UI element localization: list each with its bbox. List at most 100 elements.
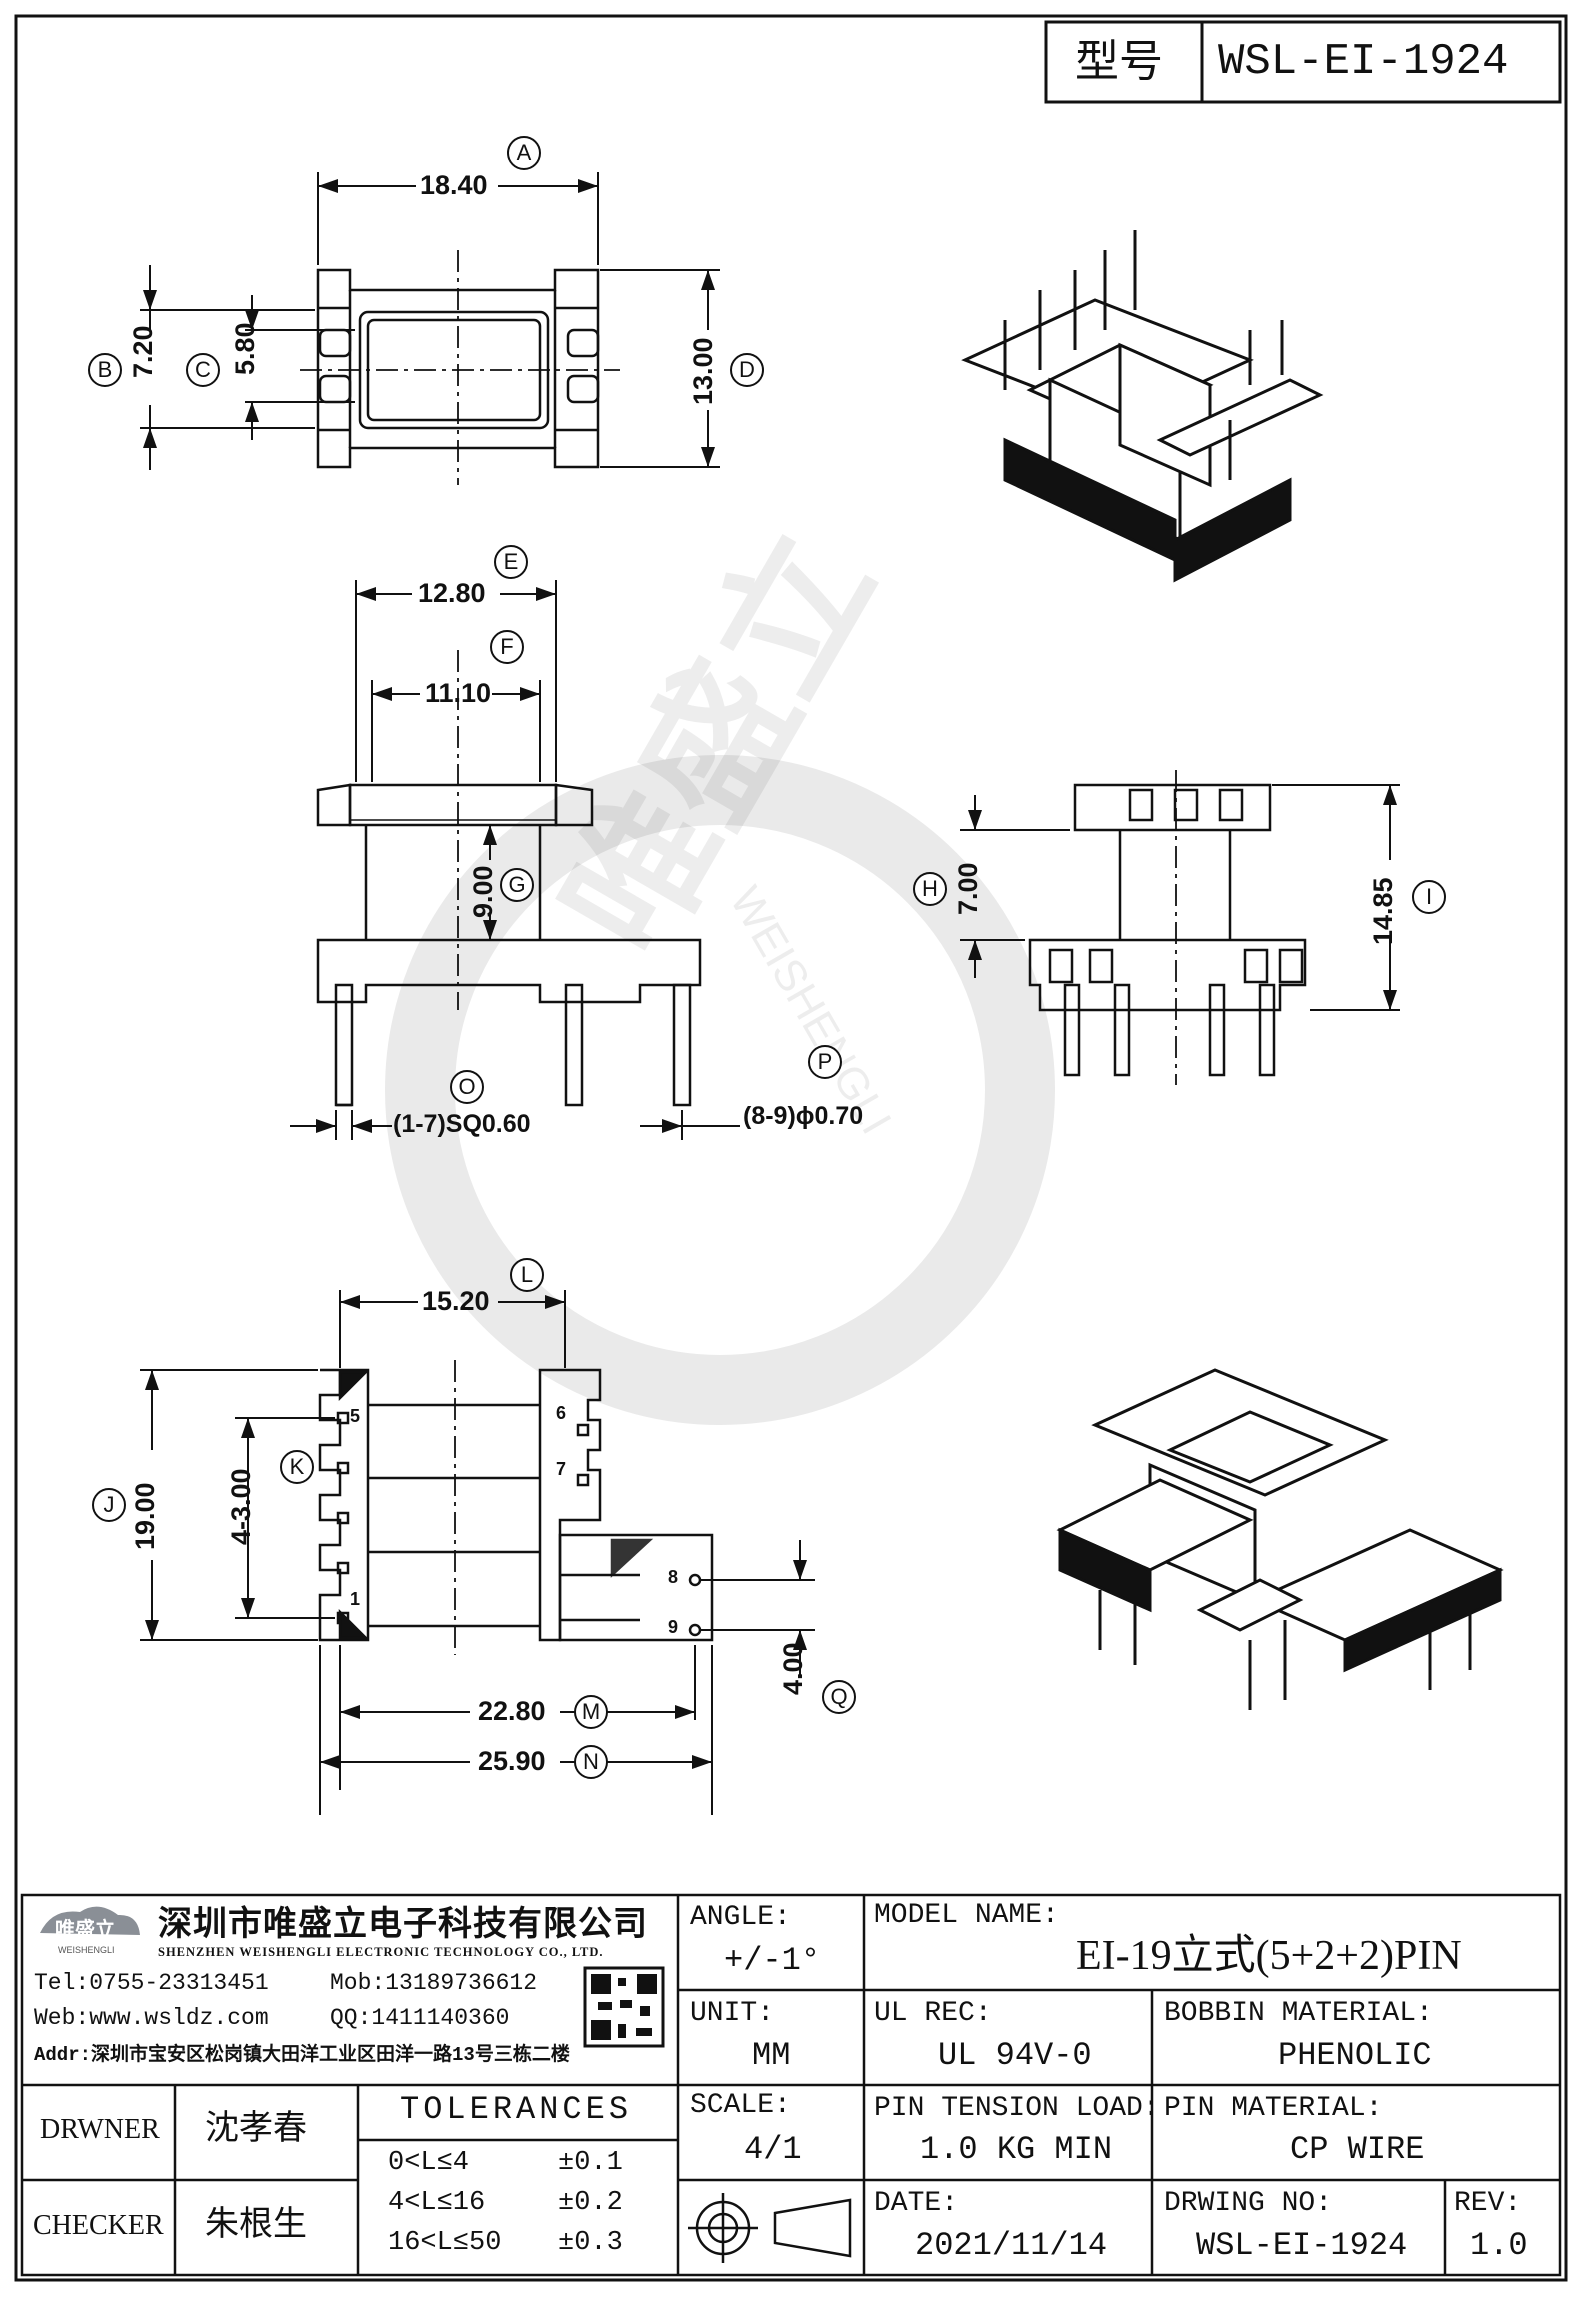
projection-symbol [688, 2193, 852, 2263]
isometric-view-bottom [1056, 1368, 1504, 1710]
callout-m: M [574, 1695, 608, 1729]
pin-number-1: 1 [350, 1589, 361, 1609]
isometric-view-top [961, 230, 1324, 583]
dim-p: (8-9)ϕ0.70 [743, 1102, 864, 1130]
dim-i: 14.85 [1368, 877, 1398, 945]
company-logo-icon [40, 1906, 140, 1935]
dim-f: 11.10 [425, 678, 492, 708]
company-qq: QQ:1411140360 [330, 2005, 510, 2031]
pin-number-7: 7 [556, 1459, 567, 1479]
callout-k: K [280, 1450, 314, 1484]
scale-value: 4/1 [744, 2131, 802, 2168]
callout-a: A [507, 136, 541, 170]
front-view-dims [290, 580, 740, 1140]
watermark-logo [385, 755, 1055, 1425]
rev-value: 1.0 [1470, 2227, 1528, 2264]
dim-m: 22.80 [478, 1696, 546, 1726]
callout-c: C [186, 353, 220, 387]
company-logo-en: WEISHENGLI [58, 1945, 115, 1955]
callout-o: O [450, 1070, 484, 1104]
rev-label: REV: [1454, 2188, 1522, 2219]
callout-q: Q [822, 1680, 856, 1714]
pin-tension-value: 1.0 KG MIN [920, 2131, 1113, 2168]
dim-d: 13.00 [688, 337, 718, 405]
dim-o: (1-7)SQ0.60 [393, 1110, 531, 1138]
callout-i: I [1412, 880, 1446, 914]
qr-code [583, 1966, 665, 2048]
pin-material-label: PIN MATERIAL: [1164, 2093, 1383, 2124]
dim-j: 19.00 [130, 1482, 160, 1550]
type-label: 型号 [1075, 37, 1163, 86]
date-value: 2021/11/14 [915, 2227, 1108, 2264]
tolerance-value-3: ±0.3 [558, 2228, 623, 2258]
tolerance-range-2: 4<L≤16 [388, 2188, 486, 2218]
side-view [1028, 770, 1307, 1085]
callout-h: H [913, 872, 947, 906]
front-view [316, 650, 702, 1107]
tolerances-title: TOLERANCES [400, 2091, 633, 2128]
tolerance-range-1: 0<L≤4 [388, 2148, 470, 2178]
top-view [300, 250, 620, 485]
title-block-grid [20, 1893, 1562, 2277]
side-view-dims [960, 784, 1400, 1011]
dim-b: 7.20 [128, 325, 158, 378]
pin-number-9: 9 [668, 1617, 679, 1637]
unit-label: UNIT: [690, 1998, 775, 2029]
pin-number-5: 5 [350, 1406, 361, 1426]
dim-h: 7.00 [953, 862, 983, 915]
dim-l: 15.20 [422, 1286, 490, 1316]
angle-label: ANGLE: [690, 1902, 791, 1933]
callout-n: N [574, 1745, 608, 1779]
company-tel: Tel:0755-23313451 [34, 1970, 269, 1996]
bobbin-material-label: BOBBIN MATERIAL: [1164, 1998, 1433, 2029]
dim-a: 18.40 [420, 170, 488, 200]
scale-label: SCALE: [690, 2090, 791, 2121]
top-view-dims [140, 172, 720, 470]
dim-c: 5.80 [230, 322, 260, 375]
bottom-view [318, 1360, 714, 1655]
model-name-label: MODEL NAME: [874, 1900, 1059, 1931]
company-mob: Mob:13189736612 [330, 1970, 538, 1996]
drawer-label: DRWNER [40, 2114, 160, 2145]
model-code: WSL-EI-1924 [1218, 37, 1509, 87]
callout-g: G [500, 868, 534, 902]
tolerance-range-3: 16<L≤50 [388, 2228, 502, 2258]
unit-value: MM [752, 2037, 791, 2074]
callout-f: F [490, 630, 524, 664]
header-box [1044, 20, 1562, 104]
checker-name: 朱根生 [205, 2206, 307, 2243]
bottom-view-dims [140, 1290, 815, 1815]
ul-rec-label: UL REC: [874, 1998, 992, 2029]
model-name-value: EI-19立式(5+2+2)PIN [1076, 1933, 1462, 1979]
callout-l: L [510, 1258, 544, 1292]
drwing-no-label: DRWING NO: [1164, 2188, 1333, 2219]
dim-q: 4.00 [778, 1642, 808, 1695]
pin-material-value: CP WIRE [1290, 2131, 1425, 2168]
date-label: DATE: [874, 2188, 959, 2219]
tolerance-value-1: ±0.1 [558, 2148, 623, 2178]
checker-label: CHECKER [33, 2210, 164, 2241]
company-name-cn: 深圳市唯盛立电子科技有限公司 [158, 1906, 648, 1943]
drawer-name: 沈孝春 [205, 2110, 307, 2147]
dim-n: 25.90 [478, 1746, 546, 1776]
company-name-en: SHENZHEN WEISHENGLI ELECTRONIC TECHNOLOG… [158, 1945, 604, 1959]
callout-p: P [808, 1045, 842, 1079]
sheet-border [14, 14, 1568, 2282]
drwing-no-value: WSL-EI-1924 [1196, 2227, 1408, 2264]
callout-e: E [494, 545, 528, 579]
tolerance-value-2: ±0.2 [558, 2188, 623, 2218]
pin-number-6: 6 [556, 1403, 567, 1423]
callout-b: B [88, 353, 122, 387]
callout-j: J [92, 1488, 126, 1522]
company-web: Web:www.wsldz.com [34, 2005, 269, 2031]
dim-e: 12.80 [418, 578, 486, 608]
callout-d: D [730, 353, 764, 387]
company-addr: Addr:深圳市宝安区松岗镇大田洋工业区田洋一路13号三栋二楼 [34, 2044, 570, 2066]
pin-number-8: 8 [668, 1567, 679, 1587]
ul-rec-value: UL 94V-0 [938, 2037, 1092, 2074]
dim-k: 4-3.00 [226, 1468, 256, 1545]
bobbin-material-value: PHENOLIC [1278, 2037, 1432, 2074]
pin-tension-label: PIN TENSION LOAD: [874, 2093, 1160, 2124]
dim-g: 9.00 [468, 865, 498, 918]
